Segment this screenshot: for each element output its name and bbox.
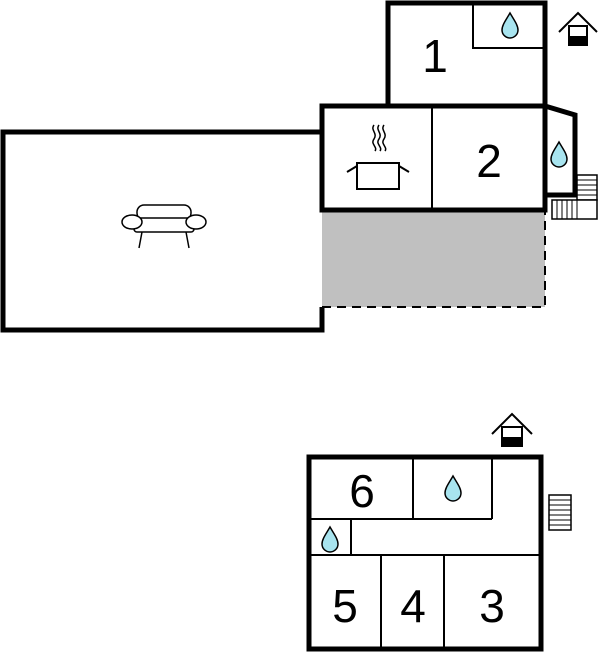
stairs-icon	[551, 174, 598, 220]
entrance-icon	[558, 11, 598, 46]
room-4-label: 4	[400, 580, 426, 632]
room-3-label: 3	[479, 580, 505, 632]
stairs-icon	[548, 494, 572, 531]
water-drop-icon	[550, 140, 568, 168]
water-drop-icon	[501, 11, 519, 39]
lower-floor: 6 5 4 3	[306, 412, 572, 652]
room-1-label: 1	[422, 30, 448, 82]
room-2-label: 2	[476, 135, 502, 187]
terrace	[322, 210, 546, 308]
entrance-icon	[491, 412, 533, 447]
room-6-label: 6	[349, 465, 375, 517]
side-bathroom	[544, 103, 578, 198]
water-drop-icon	[321, 525, 339, 553]
upper-floor: 1 2	[0, 0, 598, 333]
living-room	[0, 129, 325, 333]
room-5-label: 5	[332, 580, 358, 632]
room-1-block	[385, 0, 548, 109]
cooking-pot-icon	[346, 124, 410, 190]
water-drop-icon	[444, 474, 462, 502]
lower-partitions	[309, 457, 541, 649]
sofa-icon	[121, 204, 207, 249]
kitchen-room2-block	[319, 103, 548, 213]
